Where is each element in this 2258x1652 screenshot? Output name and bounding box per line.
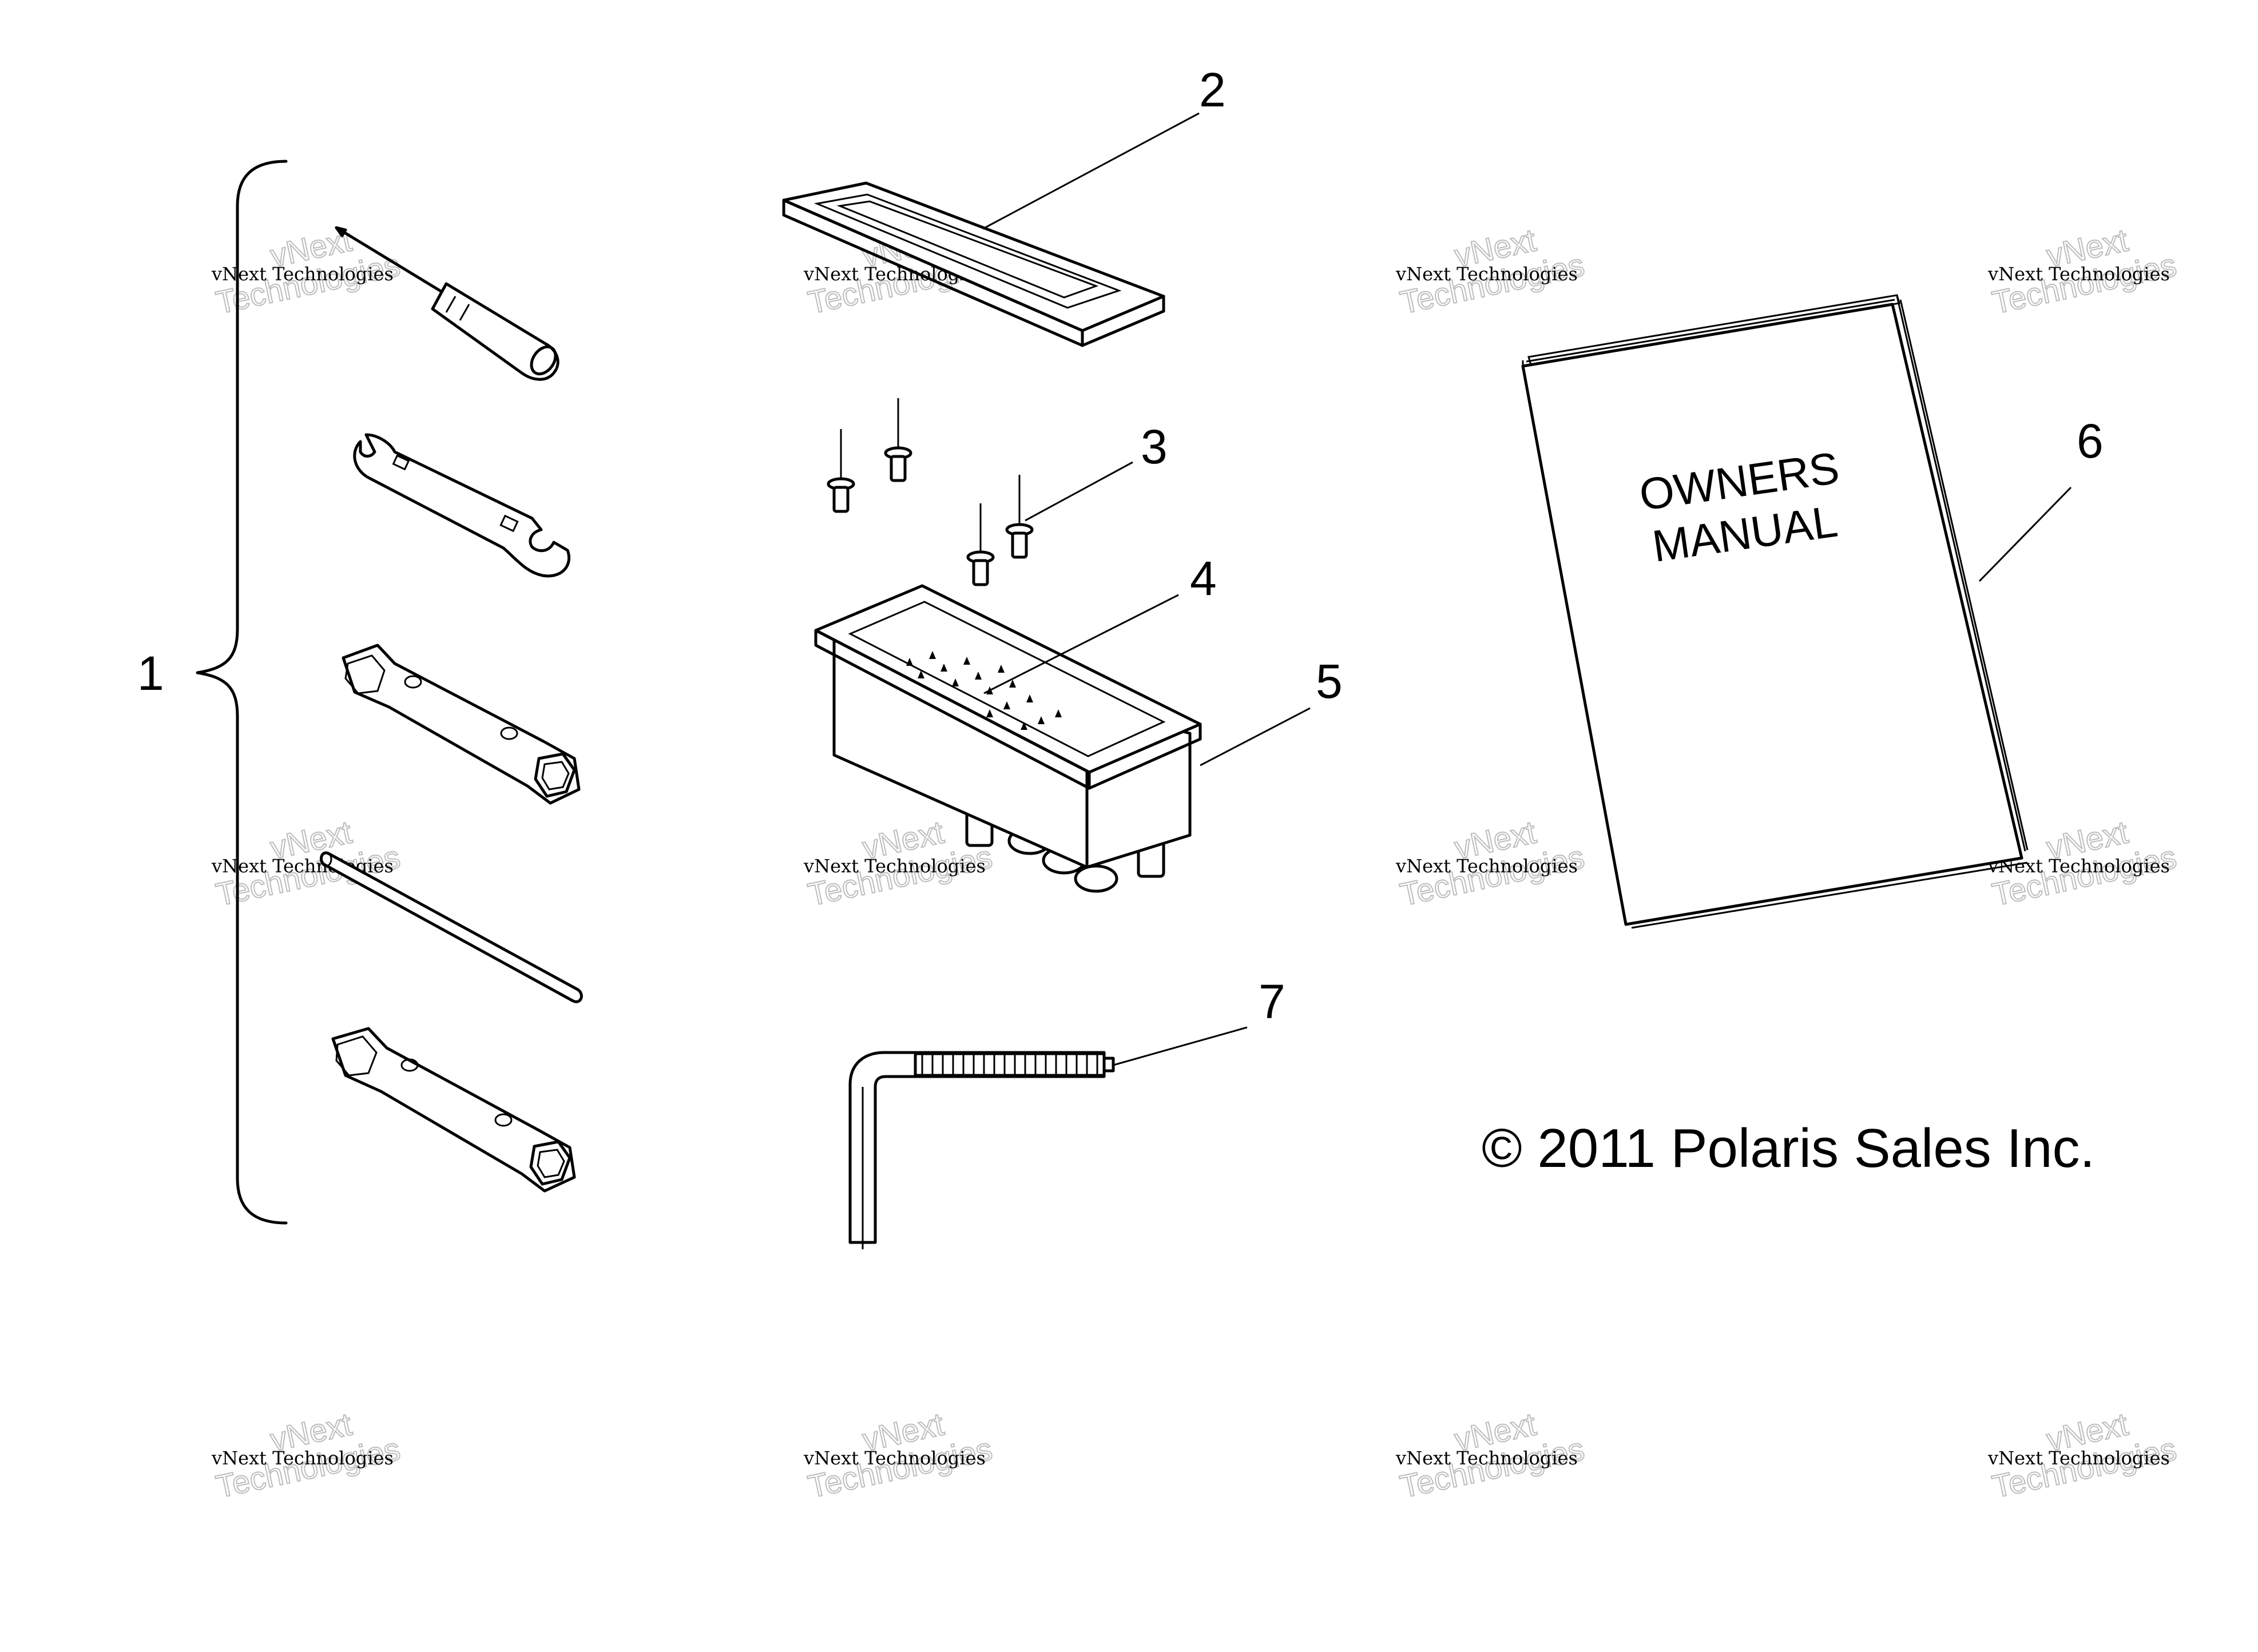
svg-text:vNext Technologies: vNext Technologies — [803, 855, 986, 877]
leader-line-7 — [1113, 1026, 1248, 1066]
rivet-icon — [966, 503, 995, 586]
watermark: Technologies vNext vNext Technologies — [803, 1405, 996, 1505]
leader-line-3 — [1025, 461, 1133, 522]
toolbox-bottom-holes — [906, 651, 1062, 730]
tommy-bar-icon — [319, 851, 583, 1003]
watermark: Technologies vNext vNext Technologies — [1395, 1405, 1588, 1505]
leader-line-4 — [983, 594, 1179, 694]
watermark: Technologies vNext vNext Technologies — [211, 1405, 404, 1505]
callout-6: 6 — [2077, 414, 2104, 468]
svg-text:vNext Technologies: vNext Technologies — [1395, 263, 1578, 285]
screwdriver-icon — [335, 226, 559, 381]
box-wrench-icon — [331, 1027, 576, 1193]
tool-kit-bracket — [196, 160, 288, 1225]
watermark: Technologies vNext vNext Technologies — [1395, 221, 1588, 321]
copyright-notice: © 2011 Polaris Sales Inc. — [1482, 1118, 2095, 1179]
svg-text:vNext Technologies: vNext Technologies — [211, 1447, 394, 1469]
svg-text:vNext Technologies: vNext Technologies — [1987, 263, 2170, 285]
hex-key-icon — [848, 1051, 1115, 1249]
callout-7: 7 — [1259, 975, 1285, 1028]
callout-2: 2 — [1199, 63, 1226, 117]
watermark: Technologies vNext vNext Technologies — [211, 221, 404, 321]
box-wrench-icon — [342, 644, 581, 805]
callout-4: 4 — [1190, 551, 1217, 605]
open-end-wrench-icon — [353, 433, 571, 578]
watermark: Technologies vNext vNext Technologies — [1395, 813, 1588, 913]
svg-text:vNext Technologies: vNext Technologies — [1395, 855, 1578, 877]
leader-line-2 — [982, 112, 1200, 230]
rivet-icon — [884, 398, 912, 482]
leader-line-5 — [1200, 707, 1311, 767]
leader-line-6 — [1978, 486, 2072, 582]
callout-1: 1 — [137, 646, 164, 700]
toolbox-icon — [814, 584, 1202, 893]
svg-text:vNext Technologies: vNext Technologies — [803, 1447, 986, 1469]
rivet-icon — [1005, 475, 1034, 559]
watermark: Technologies vNext vNext Technologies — [1987, 221, 2180, 321]
svg-text:vNext Technologies: vNext Technologies — [1395, 1447, 1578, 1469]
rivet-icon — [827, 429, 855, 513]
svg-text:vNext Technologies: vNext Technologies — [211, 263, 394, 285]
hex-key-knurling — [921, 1054, 1098, 1075]
callout-3: 3 — [1141, 420, 1168, 474]
owners-manual-icon: OWNERS MANUAL — [1521, 294, 2029, 929]
svg-text:vNext Technologies: vNext Technologies — [1987, 1447, 2170, 1469]
callout-5: 5 — [1316, 654, 1343, 708]
toolbox-lid-icon — [782, 181, 1165, 347]
watermark: Technologies vNext vNext Technologies — [211, 813, 404, 913]
watermark: Technologies vNext vNext Technologies — [1987, 1405, 2180, 1505]
